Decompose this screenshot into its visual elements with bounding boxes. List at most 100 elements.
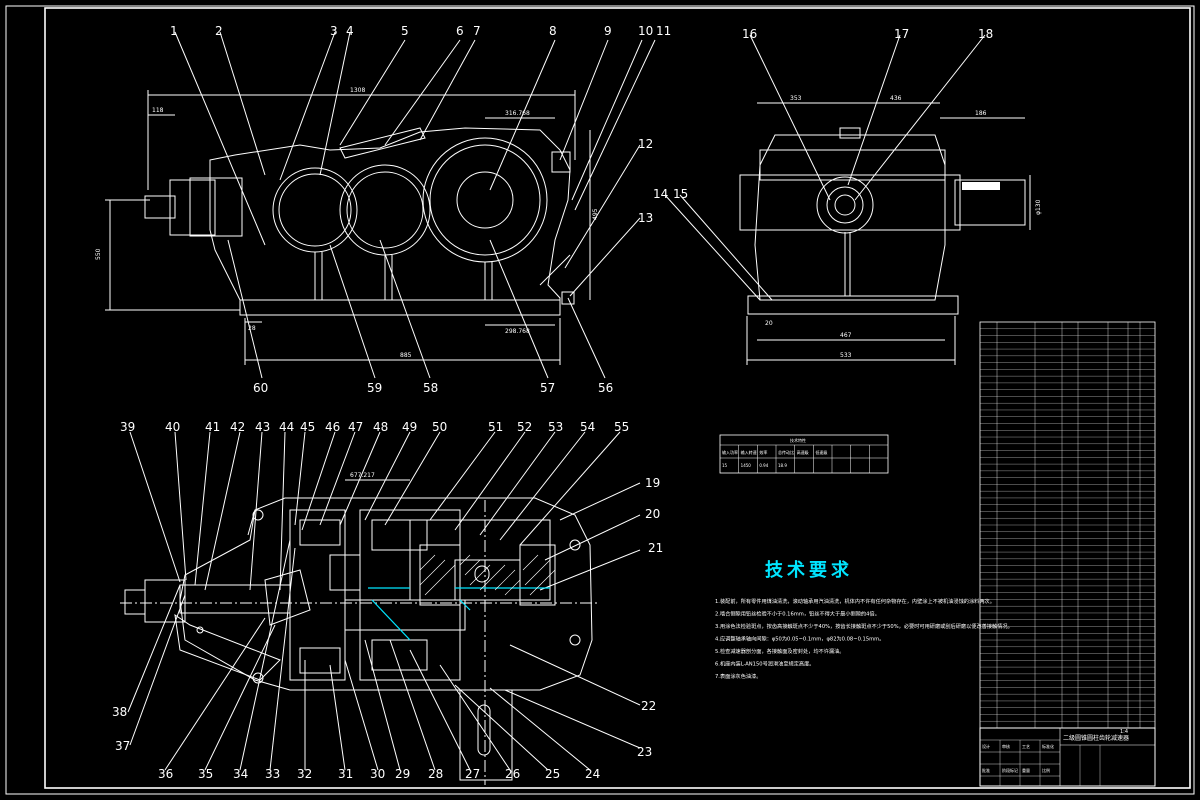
dim-front-top-left: 118 xyxy=(152,107,164,114)
parts-list xyxy=(979,321,1156,729)
title-block-label: 工艺 xyxy=(1022,744,1030,749)
callout-number: 2 xyxy=(215,24,223,38)
callout-number: 50 xyxy=(432,420,447,434)
tech-title: 技术要求 xyxy=(765,559,853,581)
tech-requirement-line: 3.用涂色法检验斑点，按齿高接触斑点不少于40%，按齿长接触斑点不少于50%，必… xyxy=(715,622,1013,630)
callout-number: 11 xyxy=(656,24,671,38)
callout-number: 45 xyxy=(300,420,315,434)
spec-value-cell: 18.9 xyxy=(778,463,787,468)
title-block-scale: 1:4 xyxy=(1120,729,1128,735)
spec-value-cell: 0.94 xyxy=(759,463,768,468)
callout-number: 48 xyxy=(373,420,388,434)
spec-header-cell: 效率 xyxy=(759,449,767,455)
dim-plan: 677.217 xyxy=(350,472,375,479)
spec-header-cell: 输入转速 xyxy=(741,449,757,455)
callout-number: 22 xyxy=(641,699,656,713)
callout-number: 13 xyxy=(638,211,653,225)
tech-requirement-line: 2.啮合侧隙用铅丝检验不小于0.16mm，铅丝不得大于最小侧隙的4倍。 xyxy=(715,610,880,618)
callout-number: 29 xyxy=(395,767,410,781)
callout-number: 27 xyxy=(465,767,480,781)
callout-number: 26 xyxy=(505,767,520,781)
callout-number: 3 xyxy=(330,24,338,38)
callout-number: 21 xyxy=(648,541,663,555)
callout-number: 23 xyxy=(637,745,652,759)
section-hatch xyxy=(419,554,556,596)
callout-number: 36 xyxy=(158,767,173,781)
title-block-label: 审核 xyxy=(1002,743,1010,749)
title-block-label: 重量 xyxy=(1022,767,1030,773)
callout-number: 33 xyxy=(265,767,280,781)
callout-number: 4 xyxy=(346,24,354,38)
outer-border xyxy=(5,5,1195,795)
dim-front-left-h: 550 xyxy=(95,248,102,260)
callout-number: 1 xyxy=(170,24,178,38)
dim-side-base: 467 xyxy=(840,332,852,339)
cyan-section-lines xyxy=(368,587,550,641)
title-block-labels: 设计审核工艺标准化批准阶段标记重量比例 xyxy=(982,743,1054,773)
tech-requirement-lines: 1.装配前，所有零件用煤油清洗，滚动轴承用汽油清洗，机体内不许有任何杂物存在，内… xyxy=(715,597,1013,680)
dim-side-overall: 533 xyxy=(840,352,852,359)
callout-number: 54 xyxy=(580,420,595,434)
callout-number: 5 xyxy=(401,24,409,38)
callout-number: 10 xyxy=(638,24,653,38)
callout-number: 14 xyxy=(653,187,668,201)
spec-table-title: 技术特性 xyxy=(790,437,806,443)
callout-number: 39 xyxy=(120,420,135,434)
title-block-label: 阶段标记 xyxy=(1002,767,1018,773)
callout-number: 31 xyxy=(338,767,353,781)
spec-header-cell: 总传动比 xyxy=(778,449,794,455)
callout-number: 55 xyxy=(614,420,629,434)
callout-number: 35 xyxy=(198,767,213,781)
tech-requirement-line: 6.机座内装L-AN150号润滑油至规定高度。 xyxy=(715,660,814,668)
callout-number: 40 xyxy=(165,420,180,434)
callout-number: 43 xyxy=(255,420,270,434)
callout-number: 25 xyxy=(545,767,560,781)
callout-number: 37 xyxy=(115,739,130,753)
plan-view xyxy=(120,431,641,785)
callout-number: 58 xyxy=(423,381,438,395)
callout-number: 32 xyxy=(297,767,312,781)
callout-number: 15 xyxy=(673,187,688,201)
title-block-name: 二级圆锥圆柱齿轮减速器 xyxy=(1063,734,1129,742)
dim-front-overall: 1308 xyxy=(350,87,365,94)
dimension-texts: 1308 118 316.768 298.768 885 550 495 28 … xyxy=(95,87,1042,479)
callout-number: 46 xyxy=(325,420,340,434)
title-block-label: 标准化 xyxy=(1042,743,1054,749)
dim-front-right-h: 495 xyxy=(592,208,599,220)
tech-requirement-line: 5.检查减速器剖分面，各接触面及密封处，均不许漏油。 xyxy=(715,647,844,655)
dim-side-left: 353 xyxy=(790,95,802,102)
callout-number: 38 xyxy=(112,705,127,719)
callout-number: 12 xyxy=(638,137,653,151)
tech-requirement-line: 7.表面涂灰色油漆。 xyxy=(715,672,761,680)
callout-number: 53 xyxy=(548,420,563,434)
dim-side-right: 436 xyxy=(890,95,902,102)
callout-number: 47 xyxy=(348,420,363,434)
tech-requirements: 技术要求 1.装配前，所有零件用煤油清洗，滚动轴承用汽油清洗，机体内不许有任何杂… xyxy=(715,559,1013,680)
callout-number: 41 xyxy=(205,420,220,434)
callout-number: 60 xyxy=(253,381,268,395)
dim-front-base: 885 xyxy=(400,352,412,359)
callout-number: 9 xyxy=(604,24,612,38)
callout-number: 20 xyxy=(645,507,660,521)
dim-side-shaft: 186 xyxy=(975,110,987,117)
dim-side-base-mark: 20 xyxy=(765,320,773,327)
callout-number: 28 xyxy=(428,767,443,781)
tech-requirement-line: 1.装配前，所有零件用煤油清洗，滚动轴承用汽油清洗，机体内不许有任何杂物存在，内… xyxy=(715,597,995,605)
callout-number: 42 xyxy=(230,420,245,434)
callout-number: 51 xyxy=(488,420,503,434)
title-block-label: 比例 xyxy=(1042,767,1050,773)
drawing-frame xyxy=(44,7,1191,789)
spec-header-cell: 低速级 xyxy=(815,449,827,455)
callout-number: 8 xyxy=(549,24,557,38)
dim-front-center2: 298.768 xyxy=(505,328,530,335)
callout-number: 57 xyxy=(540,381,555,395)
callout-number: 44 xyxy=(279,420,294,434)
callout-number: 6 xyxy=(456,24,464,38)
callout-number: 19 xyxy=(645,476,660,490)
dim-side-shaft-dia: φ130 xyxy=(1035,199,1042,215)
callout-number: 24 xyxy=(585,767,600,781)
spec-header-cell: 高速级 xyxy=(797,449,809,455)
